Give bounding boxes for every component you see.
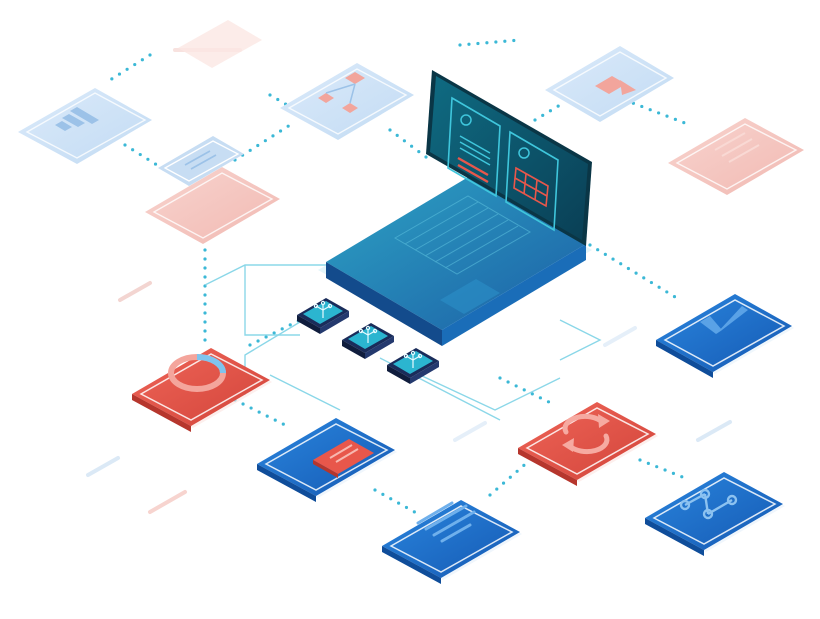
- laptop-screen-content: [447, 96, 559, 232]
- document-red-right: [668, 118, 804, 195]
- document-share: [645, 472, 785, 556]
- document-red-left: [145, 167, 280, 244]
- document-card: [257, 418, 397, 502]
- chip-2: [342, 323, 394, 359]
- chip-3: [387, 348, 439, 384]
- arrow-icon: [595, 76, 636, 95]
- pie-chart-icon: [168, 354, 226, 392]
- flowchart-icon: [318, 72, 365, 113]
- document-sync: [518, 402, 658, 486]
- keyboard: [394, 195, 531, 275]
- tree-icon: [358, 325, 378, 343]
- chip-1: [297, 298, 349, 334]
- document-lines: [382, 500, 522, 584]
- check-icon: [700, 306, 748, 334]
- sync-icon: [562, 413, 610, 455]
- tree-icon: [313, 300, 333, 318]
- document-pie: [132, 348, 272, 432]
- lines-icon: [416, 501, 476, 543]
- document-note: [158, 136, 244, 186]
- document-bar-chart: [18, 88, 152, 164]
- document-flow: [280, 63, 414, 140]
- tree-icon: [403, 350, 423, 368]
- bar-chart-icon: [55, 107, 99, 131]
- document-export: [545, 46, 674, 122]
- dotted-connectors: [108, 38, 692, 517]
- share-icon: [679, 488, 738, 520]
- text-doc-icon: [184, 150, 217, 170]
- document-check: [656, 294, 794, 378]
- laptop: [318, 70, 592, 346]
- circuit-lines: [204, 264, 602, 421]
- document-faded-top: [178, 20, 262, 68]
- card-icon: [313, 439, 374, 478]
